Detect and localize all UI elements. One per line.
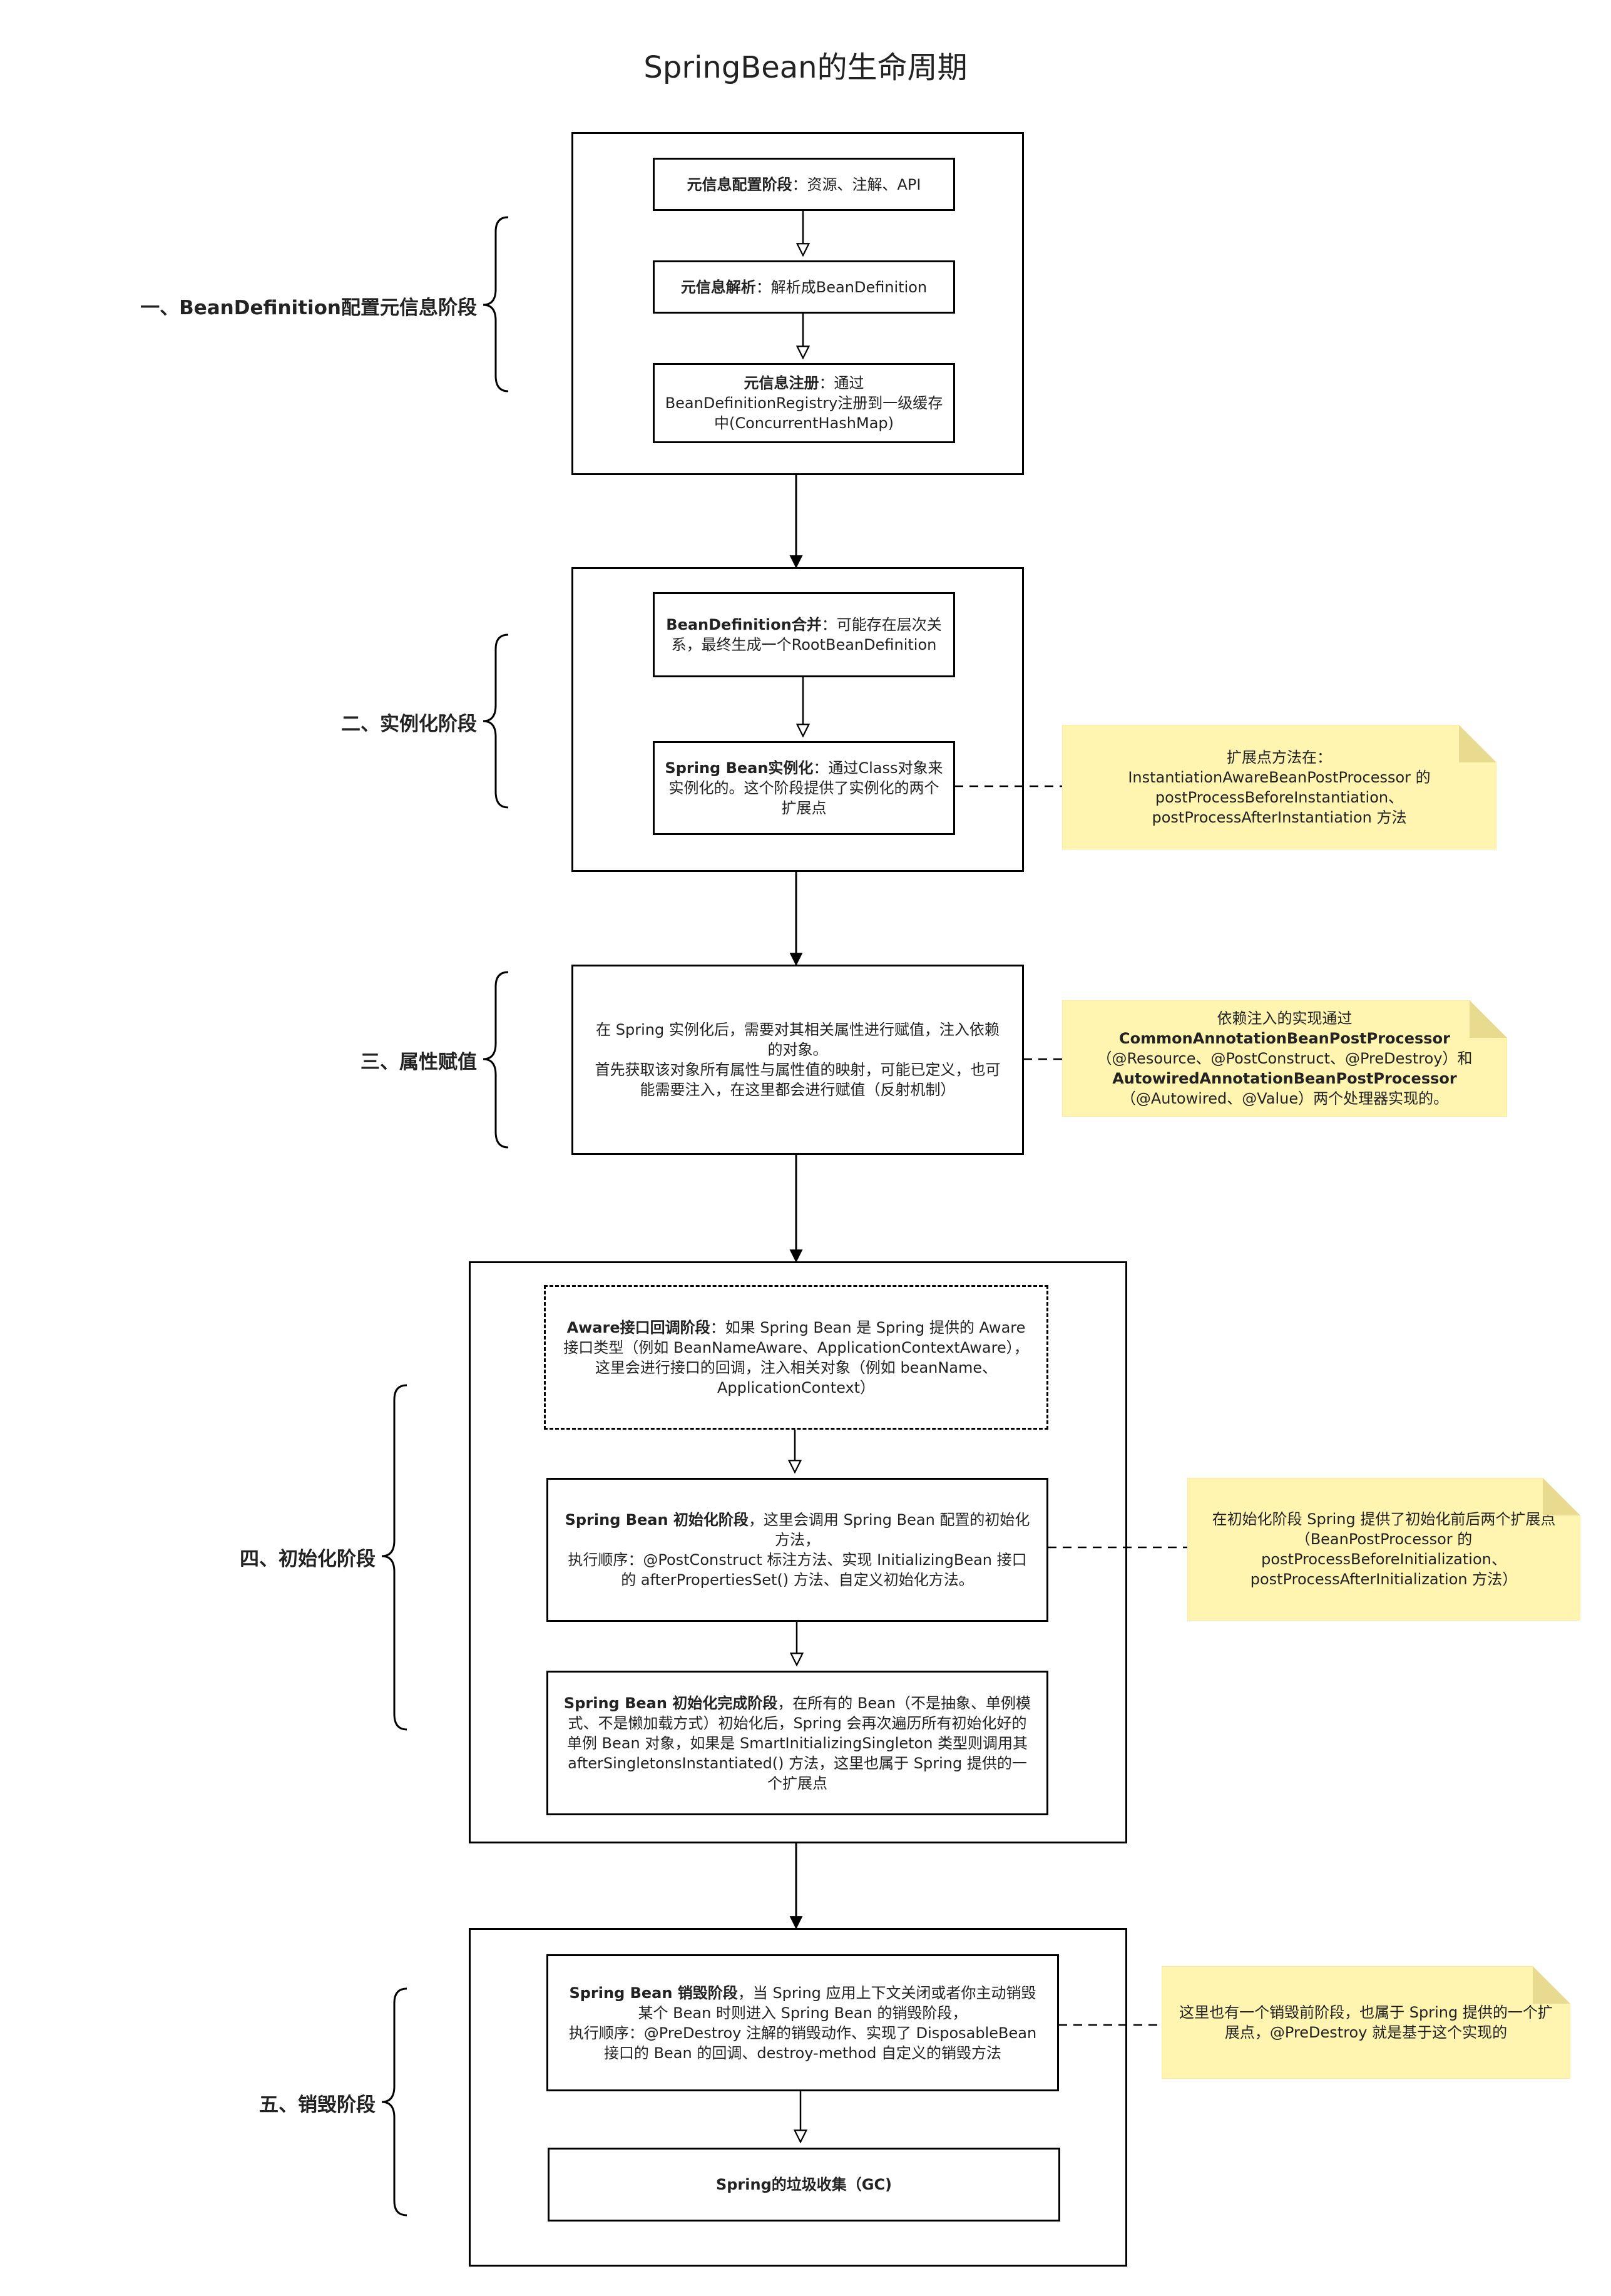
- step-initialization-complete: Spring Bean 初始化完成阶段，在所有的 Bean（不是抽象、单例模式、…: [546, 1671, 1048, 1815]
- note-fold: [1533, 1966, 1570, 2004]
- step-arrow: [795, 211, 803, 2142]
- stage-label-instantiation: 二、实例化阶段: [341, 713, 477, 735]
- note-dependency-injection: 依赖注入的实现通过 CommonAnnotationBeanPostProces…: [1062, 1000, 1507, 1117]
- step-garbage-collection: Spring的垃圾收集（GC): [548, 2148, 1060, 2222]
- stage-bracket: [381, 216, 509, 2217]
- note-link: [954, 785, 1187, 2026]
- stage-frame-population: [571, 965, 1024, 1155]
- note-fold: [1470, 1000, 1507, 1038]
- step-bean-initialize: Spring Bean 初始化阶段，这里会调用 Spring Bean 配置的初…: [546, 1478, 1048, 1622]
- note-fold: [1459, 725, 1496, 762]
- stage-label-destroy: 五、销毁阶段: [259, 2094, 376, 2116]
- step-metadata-parse: 元信息解析：解析成BeanDefinition: [653, 260, 955, 314]
- stage-frame-instantiation: [571, 567, 1024, 872]
- stage-frame-destroy: [469, 1928, 1127, 2267]
- step-metadata-register: 元信息注册：通过BeanDefinitionRegistry注册到一级缓存中(C…: [653, 363, 955, 443]
- step-beandefinition-merge: BeanDefinition合并：可能存在层次关系，最终生成一个RootBean…: [653, 592, 955, 677]
- note-initialization-extension: 在初始化阶段 Spring 提供了初始化前后两个扩展点（BeanPostProc…: [1187, 1478, 1580, 1621]
- stage-frame-initialization: [469, 1261, 1127, 1843]
- note-destroy-extension: 这里也有一个销毁前阶段，也属于 Spring 提供的一个扩展点，@PreDest…: [1162, 1966, 1570, 2079]
- step-metadata-config: 元信息配置阶段：资源、注解、API: [653, 158, 955, 211]
- note-instantiation-extension: 扩展点方法在： InstantiationAwareBeanPostProces…: [1062, 725, 1496, 849]
- stage-frame-metadata: [571, 132, 1024, 475]
- page-title: SpringBean的生命周期: [643, 50, 968, 85]
- step-bean-destroy: Spring Bean 销毁阶段，当 Spring 应用上下文关闭或者你主动销毁…: [546, 1954, 1059, 2091]
- stage-label-population: 三、属性赋值: [361, 1051, 477, 1074]
- step-aware-callback: Aware接口回调阶段：如果 Spring Bean 是 Spring 提供的 …: [544, 1285, 1048, 1430]
- note-fold: [1543, 1478, 1580, 1515]
- step-bean-instantiate: Spring Bean实例化：通过Class对象来实例化的。这个阶段提供了实例化…: [653, 741, 955, 835]
- step-populate-properties: 在 Spring 实例化后，需要对其相关属性进行赋值，注入依赖的对象。 首先获取…: [573, 966, 1022, 1153]
- stage-label-metadata: 一、BeanDefinition配置元信息阶段: [140, 297, 477, 319]
- stage-label-initialization: 四、初始化阶段: [240, 1548, 376, 1571]
